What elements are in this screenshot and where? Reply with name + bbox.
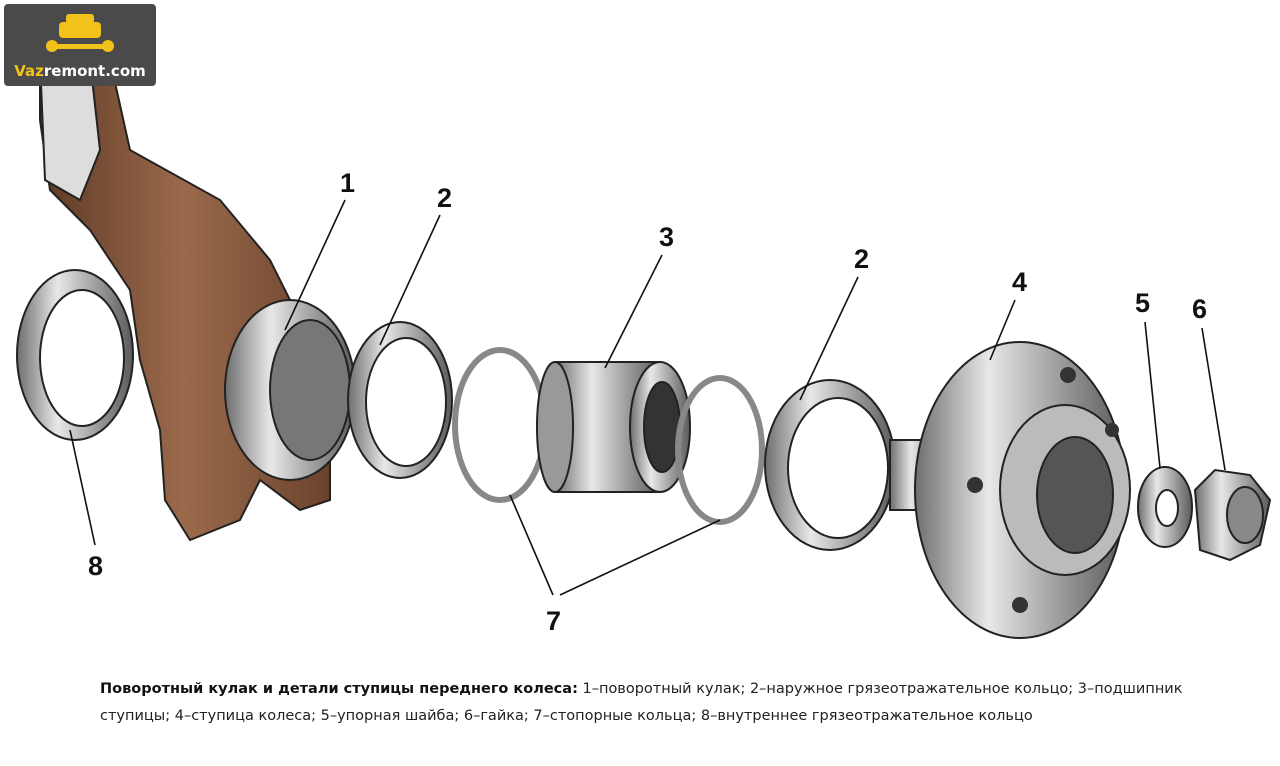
hub-bearing [536,361,691,493]
label-5: 5 [1135,288,1151,318]
logo-prefix: Vaz [14,62,44,80]
label-6: 6 [1192,294,1208,324]
label-2-left: 2 [437,183,453,213]
label-4: 4 [1012,267,1028,297]
hub-nut [1193,468,1272,562]
outer-dirt-ring-left [347,321,453,479]
logo-text: Vazremont.com [4,62,156,80]
wheel-hub [889,341,1131,639]
site-logo: Vazremont.com [4,4,156,86]
leader-lines [69,199,1226,596]
thrust-washer [1137,466,1193,548]
label-2-right: 2 [854,244,870,274]
caption-text: 1–поворотный кулак; 2–наружное грязеотра… [100,681,1183,724]
label-7: 7 [546,606,562,636]
retaining-ring-right [675,375,765,525]
outer-dirt-ring-right [764,379,896,551]
car-wrench-icon [46,14,114,52]
label-8: 8 [88,551,104,581]
label-3: 3 [659,222,675,252]
retaining-ring-left [452,347,548,503]
inner-dirt-ring [16,269,134,441]
label-1: 1 [340,168,356,198]
caption-title: Поворотный кулак и детали ступицы передн… [100,681,578,697]
figure-caption: Поворотный кулак и детали ступицы передн… [100,676,1220,730]
steering-knuckle [38,59,356,542]
logo-suffix: remont.com [43,62,146,80]
